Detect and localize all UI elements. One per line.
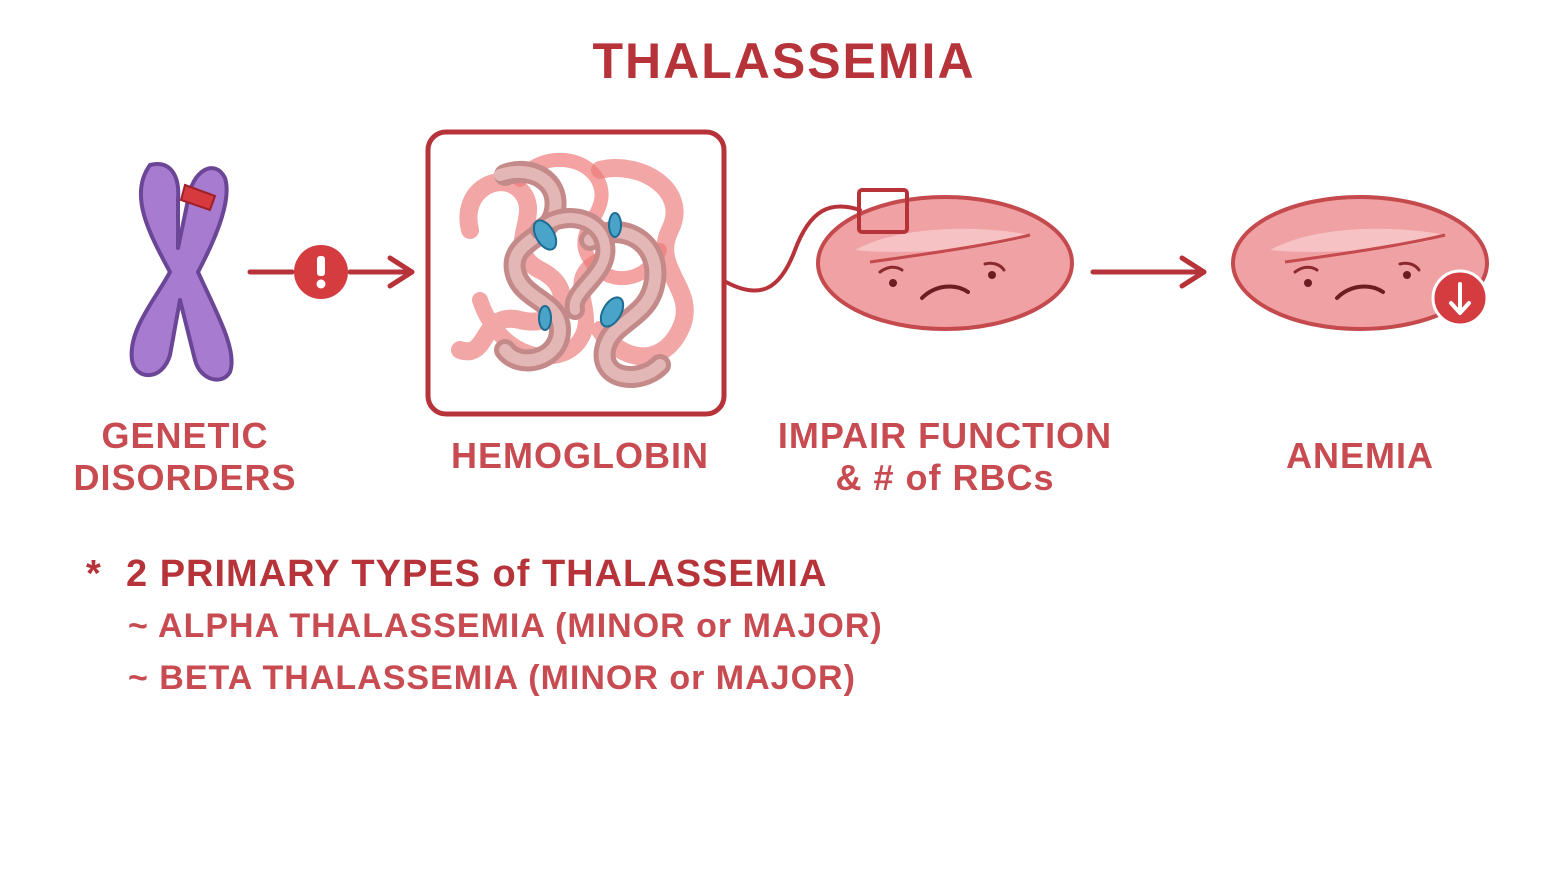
arrow-rbc-to-anemia bbox=[1090, 255, 1207, 289]
asterisk-bullet: * bbox=[86, 553, 102, 595]
types-notes: *2 PRIMARY TYPES of THALASSEMIA ~ ALPHA … bbox=[86, 548, 883, 704]
notes-heading: *2 PRIMARY TYPES of THALASSEMIA bbox=[86, 548, 883, 600]
down-arrow-icon bbox=[1431, 269, 1489, 327]
red-blood-cell-icon bbox=[816, 188, 1074, 331]
label-anemia: ANEMIA bbox=[1286, 435, 1434, 476]
note-item-beta: ~ BETA THALASSEMIA (MINOR or MAJOR) bbox=[128, 659, 856, 697]
chromosome-icon bbox=[129, 162, 234, 382]
label-genetic-disorders: GENETIC DISORDERS bbox=[73, 415, 297, 498]
connector-line bbox=[724, 204, 862, 293]
label-impair-function: IMPAIR FUNCTION & # of RBCs bbox=[777, 415, 1113, 498]
note-item-alpha: ~ ALPHA THALASSEMIA (MINOR or MAJOR) bbox=[128, 607, 883, 645]
page-title: THALASSEMIA bbox=[592, 33, 976, 89]
anemia-red-blood-cell-icon bbox=[1231, 195, 1489, 331]
label-hemoglobin: HEMOGLOBIN bbox=[451, 435, 709, 476]
exclamation-alert-icon bbox=[294, 245, 348, 299]
arrow-genetic-to-hemoglobin bbox=[247, 255, 415, 289]
hemoglobin-protein-icon bbox=[425, 129, 727, 417]
zoom-box bbox=[857, 188, 909, 234]
